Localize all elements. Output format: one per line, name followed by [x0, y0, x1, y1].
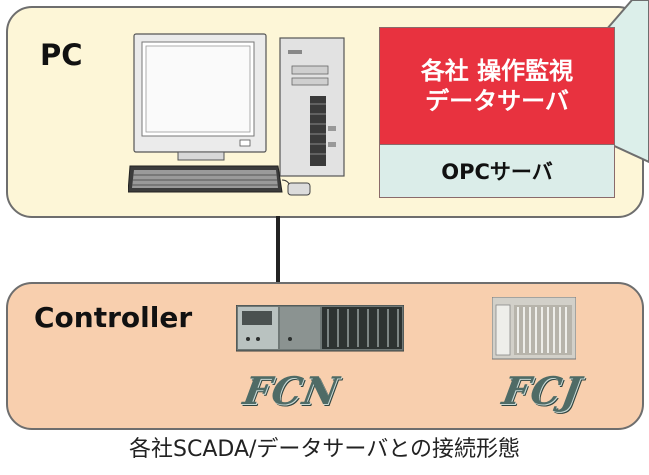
fcn-brand-logo: FCN — [240, 368, 343, 413]
fcj-controller-image — [492, 297, 576, 360]
scada-data-server-box: 各社 操作監視 データサーバ — [379, 27, 615, 145]
fcj-brand-logo: FCJ — [499, 368, 586, 413]
pc-label: PC — [40, 38, 83, 72]
fcn-controller-image — [236, 305, 404, 352]
figure-caption: 各社SCADA/データサーバとの接続形態 — [129, 437, 520, 462]
desktop-computer-icon — [128, 33, 345, 196]
controller-label: Controller — [34, 301, 193, 334]
scada-app-line1: 各社 操作監視 — [420, 57, 574, 85]
connection-line — [276, 216, 280, 284]
opc-server-box: OPCサーバ — [379, 145, 615, 198]
scada-app-line2: データサーバ — [425, 87, 569, 115]
